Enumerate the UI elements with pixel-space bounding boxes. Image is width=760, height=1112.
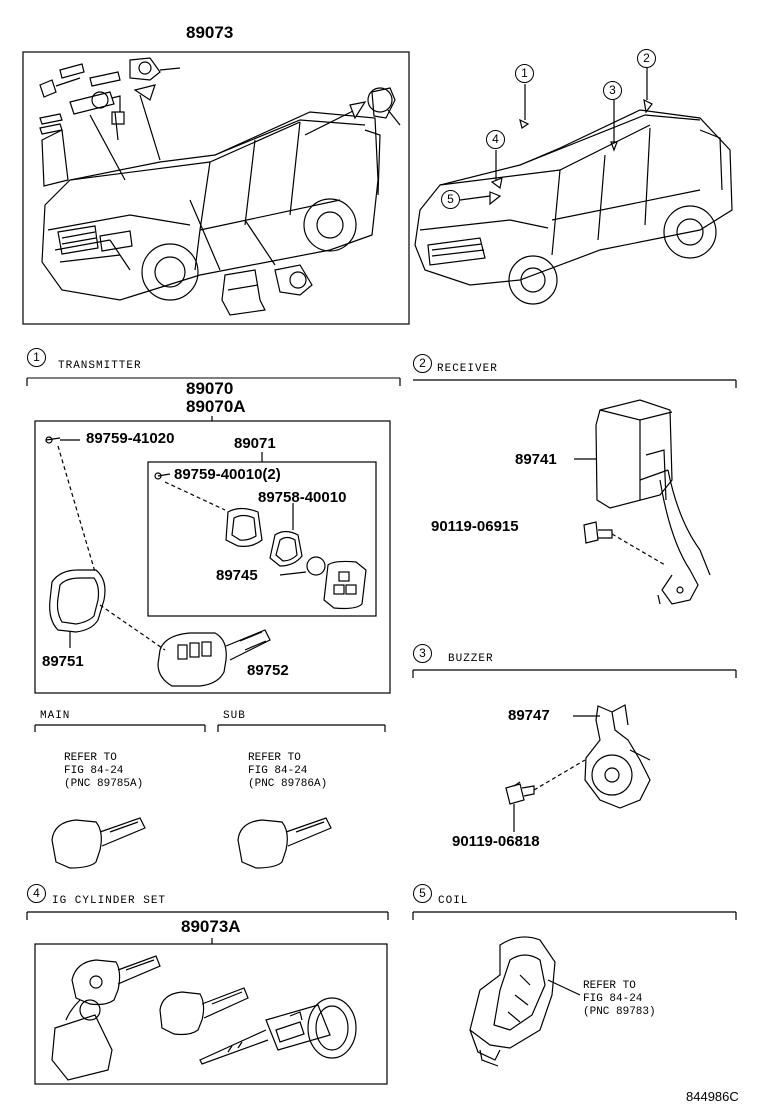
main-key-reference: REFER TO FIG 84-24 (PNC 89785A) (64, 752, 144, 790)
inner-cover (225, 507, 263, 547)
transmitter-section-number: 1 (27, 348, 46, 367)
vehicle-left-illustration (41, 111, 381, 301)
receiver-module (595, 399, 711, 605)
coil-section-title: COIL (438, 895, 469, 907)
part-89758-40010: 89758-40010 (258, 489, 347, 506)
sub-key-reference: REFER TO FIG 84-24 (PNC 89786A) (248, 752, 328, 790)
buzzer-unit (584, 704, 651, 809)
callout-5: 5 (441, 190, 460, 209)
ig-cylinder-section-number: 4 (27, 884, 46, 903)
sub-key-label: SUB (223, 710, 246, 722)
receiver-bolt (583, 521, 613, 544)
part-90119-06915: 90119-06915 (431, 518, 519, 535)
callout-3: 3 (603, 81, 622, 100)
receiver-section-number: 2 (413, 354, 432, 373)
vehicle-right-illustration (414, 109, 733, 305)
ig-lock-cylinder (199, 997, 357, 1065)
ig-cylinder-frame (34, 943, 388, 1085)
sub-key (237, 817, 332, 869)
part-89745: 89745 (216, 567, 258, 584)
transmitter-alt-part-number: 89070A (186, 397, 246, 416)
main-key-label: MAIN (40, 710, 71, 722)
seal-ring (269, 530, 303, 567)
callout-leaders (459, 68, 653, 206)
part-89071: 89071 (234, 435, 276, 452)
part-89741: 89741 (515, 451, 557, 468)
top-left-frame (22, 51, 410, 325)
buzzer-section-title: BUZZER (448, 653, 494, 665)
top-kit-part-number: 89073 (186, 23, 234, 42)
battery-cell (306, 556, 326, 576)
callout-2: 2 (637, 49, 656, 68)
callout-4: 4 (486, 130, 505, 149)
ig-key-with-tag (51, 955, 161, 1081)
transmitter-housing (49, 569, 106, 633)
coil-unit (469, 936, 556, 1067)
transmitter-section-title: TRANSMITTER (58, 360, 142, 372)
keyset-cluster-top-left (39, 57, 401, 316)
figure-code: 844986C (686, 1089, 739, 1104)
ig-cylinder-part-number: 89073A (181, 917, 241, 936)
transmitter-key (157, 629, 271, 687)
coil-reference: REFER TO FIG 84-24 (PNC 89783) (583, 980, 656, 1018)
ig-cylinder-section-title: IG CYLINDER SET (52, 895, 167, 907)
transmitter-part-number: 89070 (186, 379, 234, 398)
coil-section-number: 5 (413, 884, 432, 903)
receiver-section-title: RECEIVER (437, 363, 498, 375)
screw-small-2 (154, 472, 171, 480)
part-89759-40010: 89759-40010(2) (174, 466, 281, 483)
ig-spare-key (159, 987, 249, 1036)
main-key (51, 817, 146, 869)
part-89759-41020: 89759-41020 (86, 430, 175, 447)
part-90119-06818: 90119-06818 (452, 833, 540, 850)
callout-1: 1 (515, 64, 534, 83)
part-89751: 89751 (42, 653, 84, 670)
button-pad (323, 560, 367, 610)
buzzer-bolt (505, 781, 535, 805)
part-89752: 89752 (247, 662, 289, 679)
buzzer-section-number: 3 (413, 644, 432, 663)
part-89747: 89747 (508, 707, 550, 724)
screw-small-1 (45, 436, 80, 444)
